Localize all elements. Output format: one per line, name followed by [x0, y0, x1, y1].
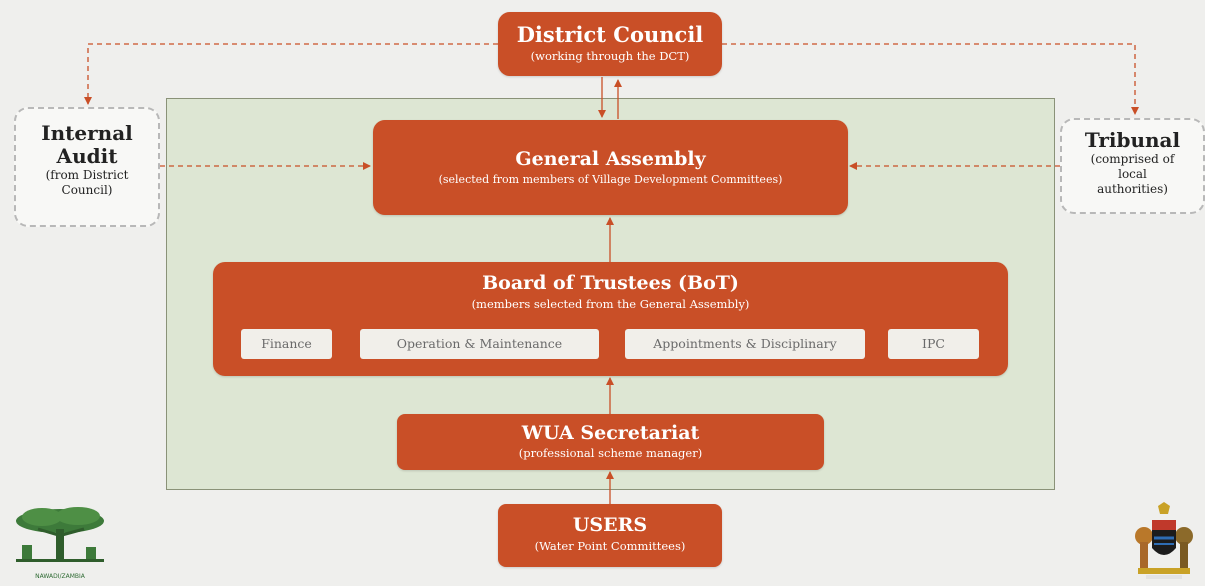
committee-operation-maintenance: Operation & Maintenance: [360, 329, 599, 359]
general-assembly-title: General Assembly: [515, 148, 706, 170]
secretariat-subtitle: (professional scheme manager): [518, 446, 703, 460]
internal-audit-title-line2: Audit: [56, 144, 118, 168]
general-assembly-box: General Assembly (selected from members …: [373, 120, 848, 215]
district-council-box: District Council (working through the DC…: [498, 12, 722, 76]
tribunal-box: Tribunal (comprised of local authorities…: [1060, 118, 1205, 214]
users-title: USERS: [572, 514, 648, 536]
tree-icon: [16, 507, 104, 562]
tribunal-sub-line1: (comprised of: [1090, 152, 1175, 166]
internal-audit-sub-line1: (from District: [45, 168, 129, 182]
secretariat-title: WUA Secretariat: [521, 422, 700, 444]
committee-appointments-disciplinary: Appointments & Disciplinary: [625, 329, 865, 359]
tribunal-title: Tribunal: [1084, 128, 1181, 152]
coat-of-arms-icon: [1135, 502, 1193, 579]
users-subtitle: (Water Point Committees): [534, 539, 686, 553]
wua-secretariat-box: WUA Secretariat (professional scheme man…: [397, 414, 824, 470]
internal-audit-sub-line2: Council): [61, 183, 113, 197]
arrow-council-to-tribunal: [722, 43, 1139, 115]
coat-of-arms-logo: [1132, 502, 1196, 582]
board-of-trustees-box: Board of Trustees (BoT) (members selecte…: [213, 262, 1008, 376]
district-council-subtitle: (working through the DCT): [530, 49, 690, 63]
board-title: Board of Trustees (BoT): [482, 272, 739, 294]
arrow-council-to-audit: [84, 43, 498, 105]
tribunal-sub-line3: authorities): [1097, 182, 1168, 196]
committee-finance: Finance: [241, 329, 332, 359]
tribunal-sub-line2: local: [1118, 167, 1147, 181]
board-subtitle: (members selected from the General Assem…: [471, 297, 750, 311]
general-assembly-subtitle: (selected from members of Village Develo…: [438, 173, 783, 186]
committee-ipc: IPC: [888, 329, 979, 359]
internal-audit-box: Internal Audit (from District Council): [14, 107, 160, 227]
users-box: USERS (Water Point Committees): [498, 504, 722, 567]
nawadi-logo: NAWADI/ZAMBIA: [8, 505, 112, 581]
logo-left-text: NAWADI/ZAMBIA: [35, 573, 85, 580]
internal-audit-title-line1: Internal: [41, 121, 133, 145]
district-council-title: District Council: [516, 22, 704, 47]
